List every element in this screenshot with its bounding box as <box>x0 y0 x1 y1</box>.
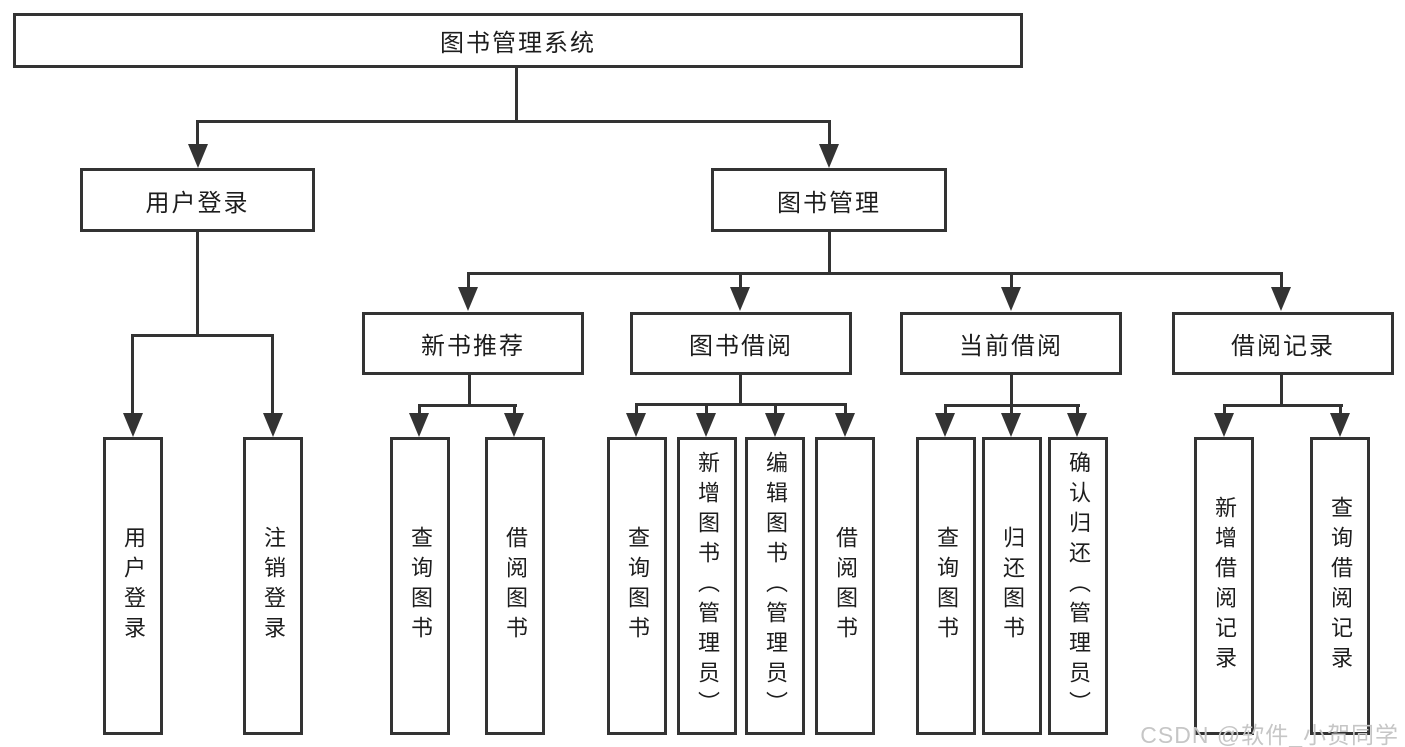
arrow-down-icon <box>458 287 478 311</box>
leaf-add-borrow-record: 新增借阅记录 <box>1194 437 1254 735</box>
connector-line <box>1280 272 1283 290</box>
node-library-management-system: 图书管理系统 <box>13 13 1023 68</box>
node-book-management: 图书管理 <box>711 168 947 232</box>
leaf-borrow-books-recommend: 借阅图书 <box>485 437 545 735</box>
connector-line <box>944 404 947 415</box>
leaf-return-books: 归还图书 <box>982 437 1042 735</box>
connector-line <box>418 404 517 407</box>
leaf-query-books-current: 查询图书 <box>916 437 976 735</box>
connector-line <box>1010 404 1013 415</box>
connector-line <box>1010 375 1013 406</box>
leaf-query-books-recommend: 查询图书 <box>390 437 450 735</box>
node-current-borrow: 当前借阅 <box>900 312 1122 375</box>
connector-line <box>131 334 273 337</box>
leaf-confirm-return-admin: 确认归还（管理员） <box>1048 437 1108 735</box>
arrow-down-icon <box>730 287 750 311</box>
node-borrow-records: 借阅记录 <box>1172 312 1394 375</box>
arrow-down-icon <box>263 413 283 437</box>
arrow-down-icon <box>819 144 839 168</box>
connector-line <box>844 403 847 415</box>
arrow-down-icon <box>765 413 785 437</box>
node-user-login: 用户登录 <box>80 168 315 232</box>
connector-line <box>196 120 831 123</box>
connector-line <box>131 334 134 416</box>
arrow-down-icon <box>1001 413 1021 437</box>
connector-line <box>774 403 777 415</box>
leaf-add-books-admin: 新增图书（管理员） <box>677 437 737 735</box>
connector-line <box>418 404 421 415</box>
arrow-down-icon <box>123 413 143 437</box>
csdn-watermark: CSDN @软件_小贺同学 <box>1140 722 1399 747</box>
connector-line <box>635 403 847 406</box>
connector-line <box>271 334 274 416</box>
connector-line <box>1223 404 1343 407</box>
leaf-user-login: 用户登录 <box>103 437 163 735</box>
leaf-logout: 注销登录 <box>243 437 303 735</box>
connector-line <box>196 120 199 147</box>
arrow-down-icon <box>409 413 429 437</box>
connector-line <box>739 272 742 290</box>
connector-line <box>1223 404 1226 415</box>
leaf-query-books-borrow: 查询图书 <box>607 437 667 735</box>
arrow-down-icon <box>504 413 524 437</box>
leaf-edit-books-admin: 编辑图书（管理员） <box>745 437 805 735</box>
arrow-down-icon <box>696 413 716 437</box>
arrow-down-icon <box>1067 413 1087 437</box>
arrow-down-icon <box>835 413 855 437</box>
arrow-down-icon <box>1271 287 1291 311</box>
node-new-book-recommend: 新书推荐 <box>362 312 584 375</box>
arrow-down-icon <box>935 413 955 437</box>
arrow-down-icon <box>1330 413 1350 437</box>
node-book-borrow: 图书借阅 <box>630 312 852 375</box>
connector-line <box>1076 404 1079 415</box>
leaf-query-borrow-record: 查询借阅记录 <box>1310 437 1370 735</box>
arrow-down-icon <box>1001 287 1021 311</box>
arrow-down-icon <box>1214 413 1234 437</box>
connector-line <box>1280 375 1283 406</box>
connector-line <box>467 272 470 290</box>
arrow-down-icon <box>626 413 646 437</box>
connector-line <box>196 232 199 336</box>
connector-line <box>1010 272 1013 290</box>
arrow-down-icon <box>188 144 208 168</box>
connector-line <box>515 68 518 121</box>
connector-line <box>705 403 708 415</box>
leaf-borrow-books: 借阅图书 <box>815 437 875 735</box>
connector-line <box>468 375 471 406</box>
connector-line <box>828 120 831 147</box>
connector-line <box>828 232 831 274</box>
connector-line <box>635 403 638 415</box>
connector-line <box>513 404 516 415</box>
connector-line <box>739 375 742 405</box>
connector-line <box>1339 404 1342 415</box>
connector-line <box>467 272 1283 275</box>
